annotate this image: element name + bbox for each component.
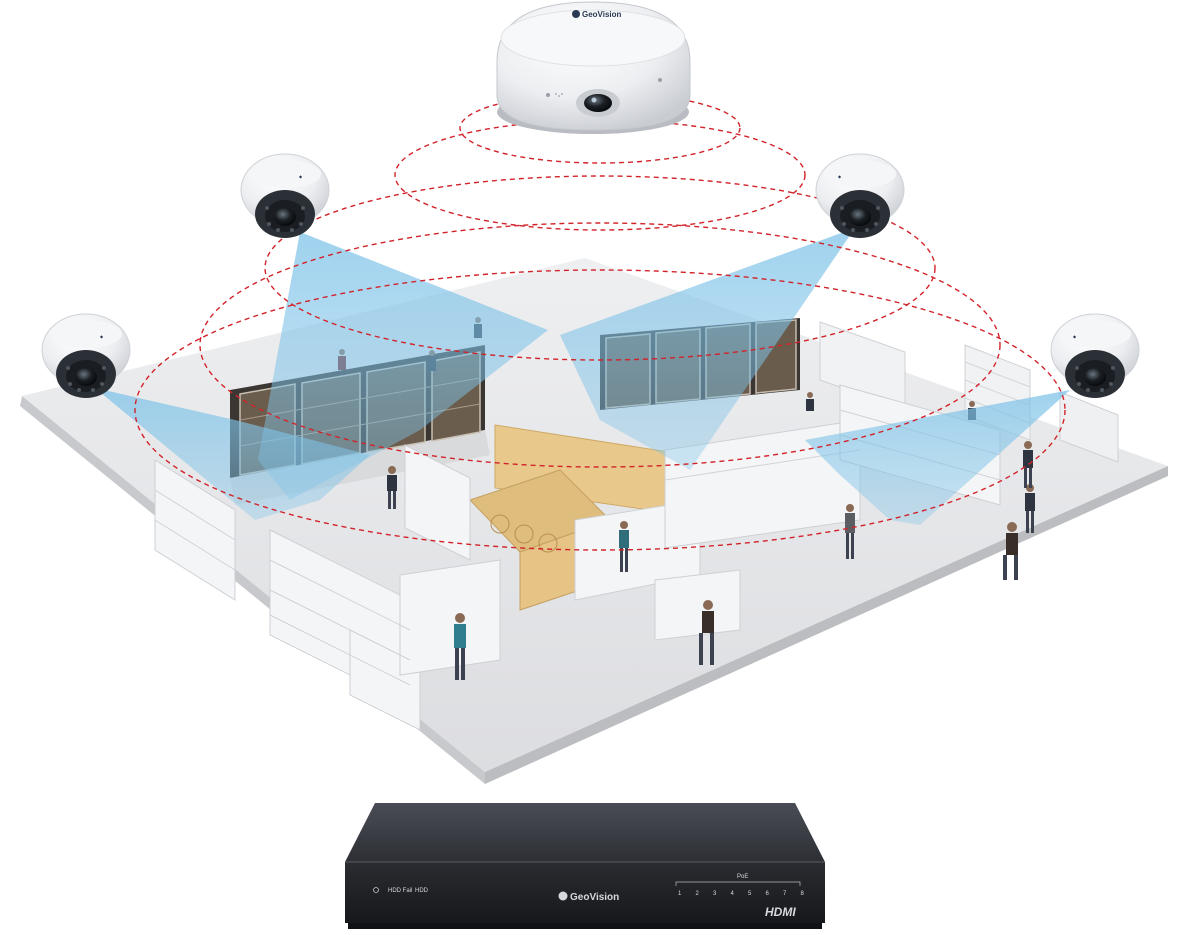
coverage-rings <box>134 92 1066 551</box>
nvr-recorder: HDD Fail HDD GeoVision PoE 1 2 3 4 5 6 7 8 HDMI <box>345 803 825 929</box>
dome-camera-logo-mark: ◆ <box>838 174 842 179</box>
nvr-port-4: 4 <box>731 891 735 897</box>
nvr-port-2: 2 <box>696 891 700 897</box>
fisheye-camera: GeoVision <box>496 1 691 134</box>
dome-camera-logo-mark: ◆ <box>1073 334 1077 339</box>
nvr-port-7: 7 <box>783 891 787 897</box>
nvr-brand-text: GeoVision <box>570 892 619 903</box>
nvr-hdd-fail-label: HDD Fail <box>388 888 412 894</box>
dome-camera-right: ◆ <box>1050 313 1140 398</box>
nvr-poe-ports: 1 2 3 4 5 6 7 8 <box>678 891 805 897</box>
dome-camera-left-top: ◆ <box>240 153 330 238</box>
dome-camera-right-top: ◆ <box>815 153 905 238</box>
nvr-power-indicator <box>373 887 379 893</box>
nvr-hdmi-label: HDMI <box>765 905 796 919</box>
nvr-port-5: 5 <box>748 891 752 897</box>
nvr-port-1: 1 <box>678 891 682 897</box>
nvr-hdd-label: HDD <box>415 888 429 894</box>
nvr-port-8: 8 <box>801 891 805 897</box>
dome-camera-left: ◆ <box>41 313 131 398</box>
nvr-poe-label: PoE <box>737 874 748 880</box>
nvr-port-6: 6 <box>766 891 770 897</box>
nvr-port-3: 3 <box>713 891 717 897</box>
dome-camera-logo-mark: ◆ <box>299 174 303 179</box>
dome-camera-logo-mark: ◆ <box>100 334 104 339</box>
fisheye-brand-text: GeoVision <box>582 10 622 19</box>
fisheye-brand-logo: GeoVision <box>572 10 622 19</box>
camera-fov-beams <box>95 228 1070 525</box>
nvr-brand-logo: GeoVision <box>558 891 619 903</box>
